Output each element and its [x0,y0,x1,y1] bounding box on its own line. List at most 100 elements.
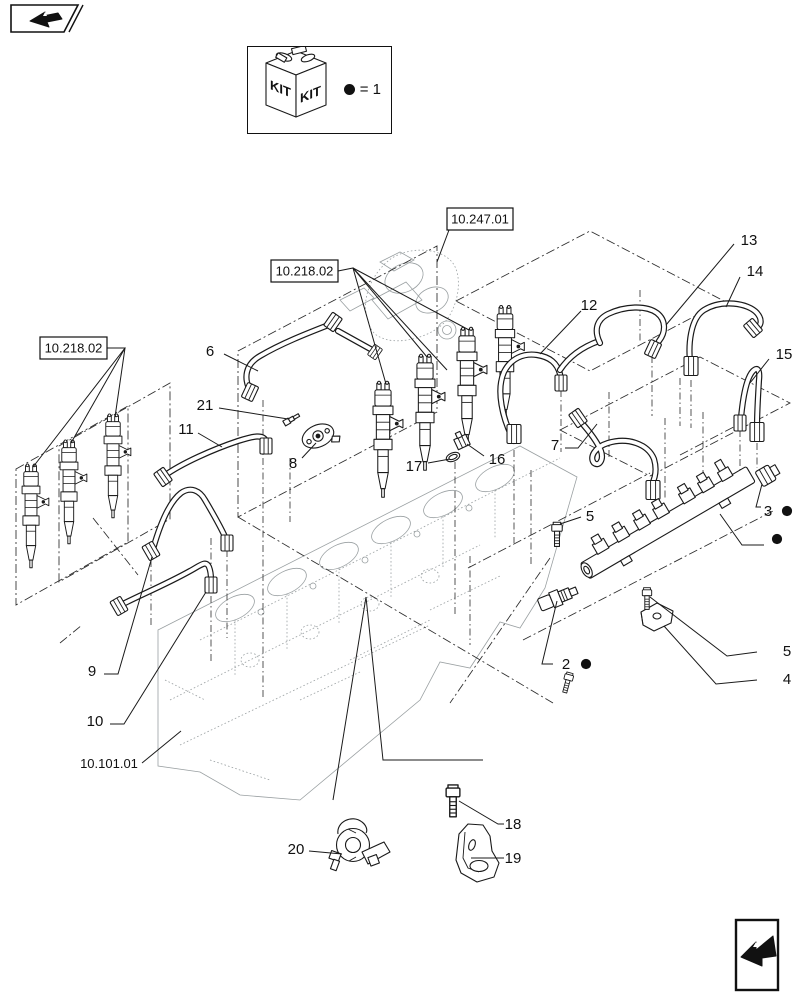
callout-leader [466,443,485,457]
injector [103,413,132,519]
pipe-10 [117,560,215,609]
injector [414,353,446,471]
callout-number[interactable]: 5 [586,508,594,525]
section-ref-label[interactable]: 10.247.01 [451,212,509,227]
callout-number[interactable]: 3 [764,503,772,520]
callout-number[interactable]: 14 [747,263,764,280]
callout-number[interactable]: 2 [562,656,570,673]
back-icon[interactable] [8,2,98,38]
pipe-12 [497,337,603,445]
callout-leader [565,423,598,449]
callout-number[interactable]: 21 [197,397,214,414]
section-ref-label[interactable]: 10.218.02 [45,341,103,356]
callout-number[interactable]: 12 [581,297,598,314]
valve-part-21 [282,413,301,427]
callout-number[interactable]: 20 [288,841,305,858]
callout-number[interactable]: 4 [783,671,791,688]
callout-number[interactable]: 18 [505,816,522,833]
callout-leader [755,483,763,508]
callout-leader [725,276,741,308]
pipe-9 [149,486,230,553]
callout-number[interactable]: 15 [776,346,793,363]
clamp-part-20 [328,818,391,872]
annotations: 10.247.01 10.218.02 10.218.02 10.101.01 2 3 4 5… [32,207,793,867]
callout-number[interactable]: 10 [87,713,104,730]
pressure-sensor-part-2 [537,586,579,612]
section-ref-leader [436,229,450,263]
callout-leader [458,800,504,825]
injection-pipes [109,300,765,617]
flange-part-8 [301,423,341,449]
callout-leader [541,600,558,665]
next-page-icon[interactable] [732,916,784,994]
injection-pump-sketch [339,249,459,342]
callout-number[interactable]: 6 [206,343,214,360]
bracket-part-19 [455,823,500,883]
callout-number[interactable]: 17 [406,458,423,475]
pipe-13 [593,304,668,347]
callout-leader [665,243,735,326]
engine-block [157,445,578,801]
callout-number[interactable]: 9 [88,663,96,680]
section-ref-box[interactable] [39,336,108,360]
mounting-leaders [332,596,483,801]
injector [372,380,404,498]
section-ref-leader [352,267,428,358]
bracket-part-4 [640,602,674,632]
injector [21,463,50,569]
callout-leader [559,516,582,525]
pipe-14 [686,300,764,373]
section-ref-leader [352,267,470,331]
section-ref-leader [70,347,126,444]
callout-leader [663,625,758,685]
pipe-11 [160,433,270,480]
fitting-part-16 [453,430,471,451]
callout-leader [104,556,153,675]
section-ref-leader [114,347,126,418]
callout-number[interactable]: 5 [783,643,791,660]
injector [59,439,88,545]
oring-part-17 [445,451,461,463]
callout-leader [197,432,223,448]
callout-number[interactable]: 19 [505,850,522,867]
exploded-view-planes [15,230,791,704]
callout-number[interactable]: 7 [551,437,559,454]
bolt-part-18 [445,784,461,818]
callout-leader [539,310,582,355]
section-ref-box[interactable] [446,207,514,231]
plug-part-3 [755,464,781,487]
callout-leader [649,596,758,657]
callout-number[interactable]: 11 [178,421,194,438]
section-ref-box[interactable] [270,259,339,283]
pipe-7 [576,417,659,488]
callout-leader [308,850,343,855]
kit-dot-icon [771,533,783,545]
fuel-rail [580,458,756,579]
callout-leader [110,591,207,725]
kit-legend: KIT KIT = 1 [247,46,392,134]
pipe-15 [737,365,763,431]
kit-quantity-legend: = 1 [343,81,381,98]
section-ref-leader [352,267,448,371]
callout-number[interactable]: 16 [489,451,506,468]
kit-box-icon: KIT KIT [265,47,327,118]
callout-number[interactable]: 13 [741,232,758,249]
kit-dot-icon [343,84,355,95]
callout-leader [218,407,289,420]
rail-bolt [560,671,575,695]
callout-leader [427,458,451,464]
callout-number[interactable]: 8 [289,455,297,472]
section-ref-leader [141,730,182,764]
section-ref-label[interactable]: 10.101.01 [80,756,138,771]
injector [456,326,488,444]
kit-dot-icon [781,505,793,517]
section-ref-label[interactable]: 10.218.02 [276,264,334,279]
callout-leader [749,358,770,384]
pipe-6 [243,320,378,398]
callout-leader [719,513,764,546]
callout-leader [301,442,317,459]
kit-equals-label: = 1 [359,81,381,98]
kit-dot-icon [580,658,592,670]
